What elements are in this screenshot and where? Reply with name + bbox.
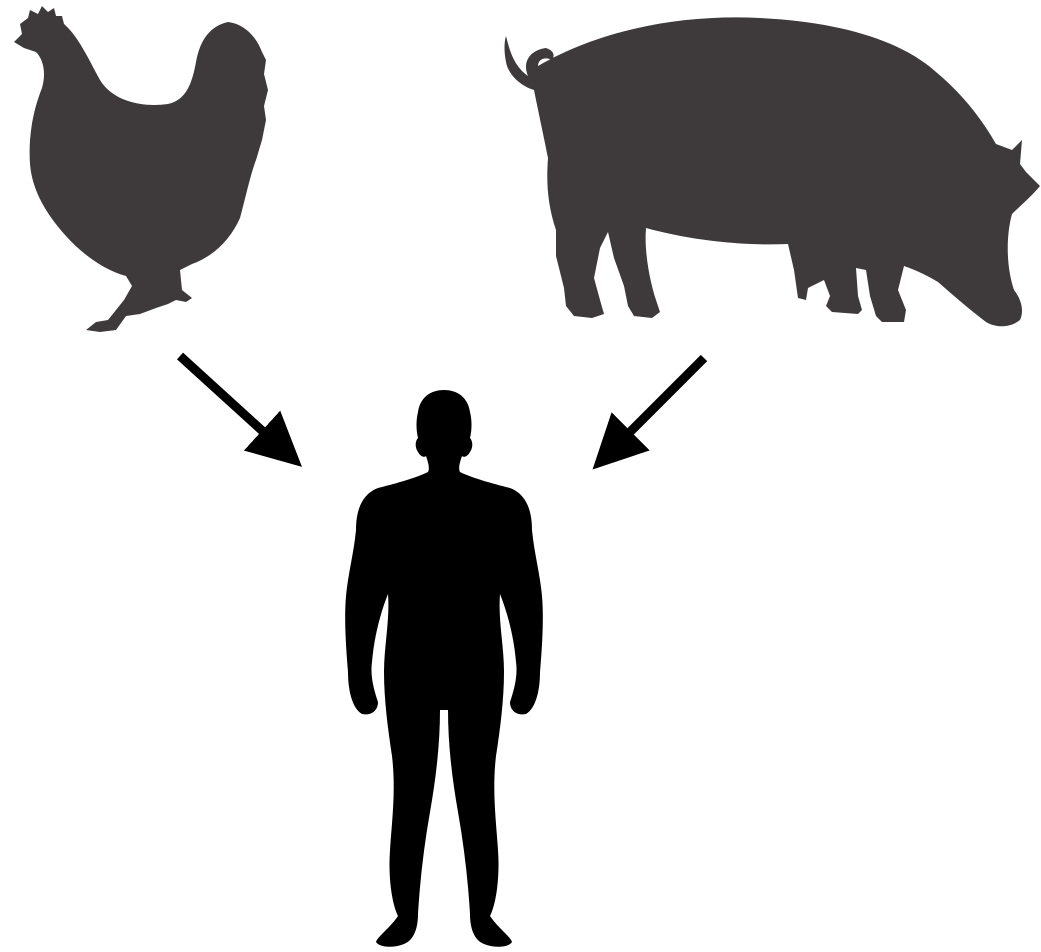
human-icon [345,390,543,947]
arrow-chicken-to-human [180,356,290,456]
pig-icon [505,17,1041,326]
arrow-pig-to-human [604,358,704,458]
chicken-icon [14,6,268,332]
